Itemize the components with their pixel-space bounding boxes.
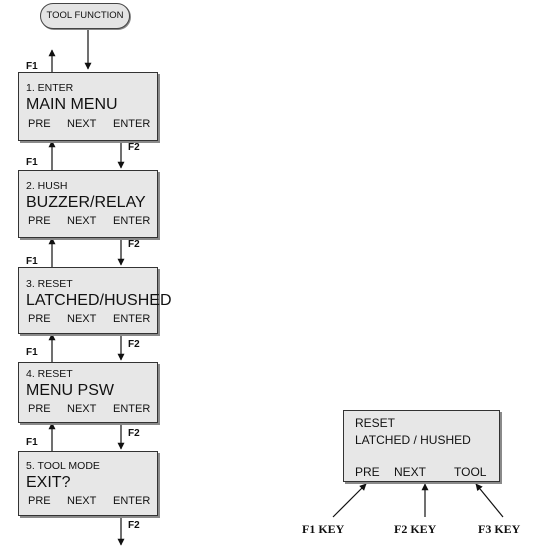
softkey-next-label: NEXT [67,403,97,415]
softkey-next-label: NEXT [67,495,97,507]
f1-label: F1 [26,437,38,448]
example-display-reset-latched-hushed: RESET LATCHED / HUSHED PRE NEXT TOOL [343,410,500,482]
example-softkey-pre: PRE [355,465,380,479]
step-title: BUZZER/RELAY [26,194,146,211]
example-line1: RESET [355,416,396,430]
f1-key-label: F1 KEY [302,522,345,536]
step-title: LATCHED/HUSHED [26,292,172,309]
step-number-label: 1. ENTER [26,82,74,94]
step-title: MENU PSW [26,382,114,399]
tool-function-start: TOOL FUNCTION [40,3,130,29]
f1-label: F1 [26,61,38,72]
softkey-pre-label: PRE [28,403,51,415]
step-number-label: 4. RESET [26,368,73,380]
f1-label: F1 [26,256,38,267]
pointer-f1-key [332,483,367,518]
example-line2: LATCHED / HUSHED [355,433,471,447]
display-step-reset-latched-hushed: 3. RESET LATCHED/HUSHED PRE NEXT ENTER [18,267,172,334]
step-number-label: 3. RESET [26,278,73,290]
softkey-next-label: NEXT [67,118,97,130]
softkey-enter-label: ENTER [113,215,151,227]
f2-label: F2 [128,428,140,439]
f2-label: F2 [128,520,140,531]
softkey-pre-label: PRE [28,495,51,507]
f2-key-label: F2 KEY [394,522,437,536]
softkey-next-label: NEXT [67,313,97,325]
softkey-enter-label: ENTER [113,313,151,325]
display-step-hush-buzzer-relay: 2. HUSH BUZZER/RELAY PRE NEXT ENTER [18,170,158,238]
f2-label: F2 [128,239,140,250]
f1-label: F1 [26,157,38,168]
step-title: EXIT? [26,474,71,491]
example-softkey-next: NEXT [394,465,427,479]
f2-label: F2 [128,339,140,350]
softkey-enter-label: ENTER [113,495,151,507]
softkey-enter-label: ENTER [113,118,151,130]
step-title: MAIN MENU [26,96,118,113]
softkey-pre-label: PRE [28,215,51,227]
display-step-enter-main-menu: 1. ENTER MAIN MENU PRE NEXT ENTER [18,72,158,141]
f1-label: F1 [26,347,38,358]
display-step-tool-mode-exit: 5. TOOL MODE EXIT? PRE NEXT ENTER [18,451,158,516]
f2-label: F2 [128,142,140,153]
softkey-pre-label: PRE [28,118,51,130]
softkey-enter-label: ENTER [113,403,151,415]
step-number-label: 2. HUSH [26,180,68,192]
pointer-f3-key [475,483,504,518]
display-step-reset-menu-psw: 4. RESET MENU PSW PRE NEXT ENTER [18,362,158,423]
step-number-label: 5. TOOL MODE [26,460,100,472]
f3-key-label: F3 KEY [478,522,521,536]
softkey-pre-label: PRE [28,313,51,325]
example-softkey-tool: TOOL [454,465,487,479]
softkey-next-label: NEXT [67,215,97,227]
